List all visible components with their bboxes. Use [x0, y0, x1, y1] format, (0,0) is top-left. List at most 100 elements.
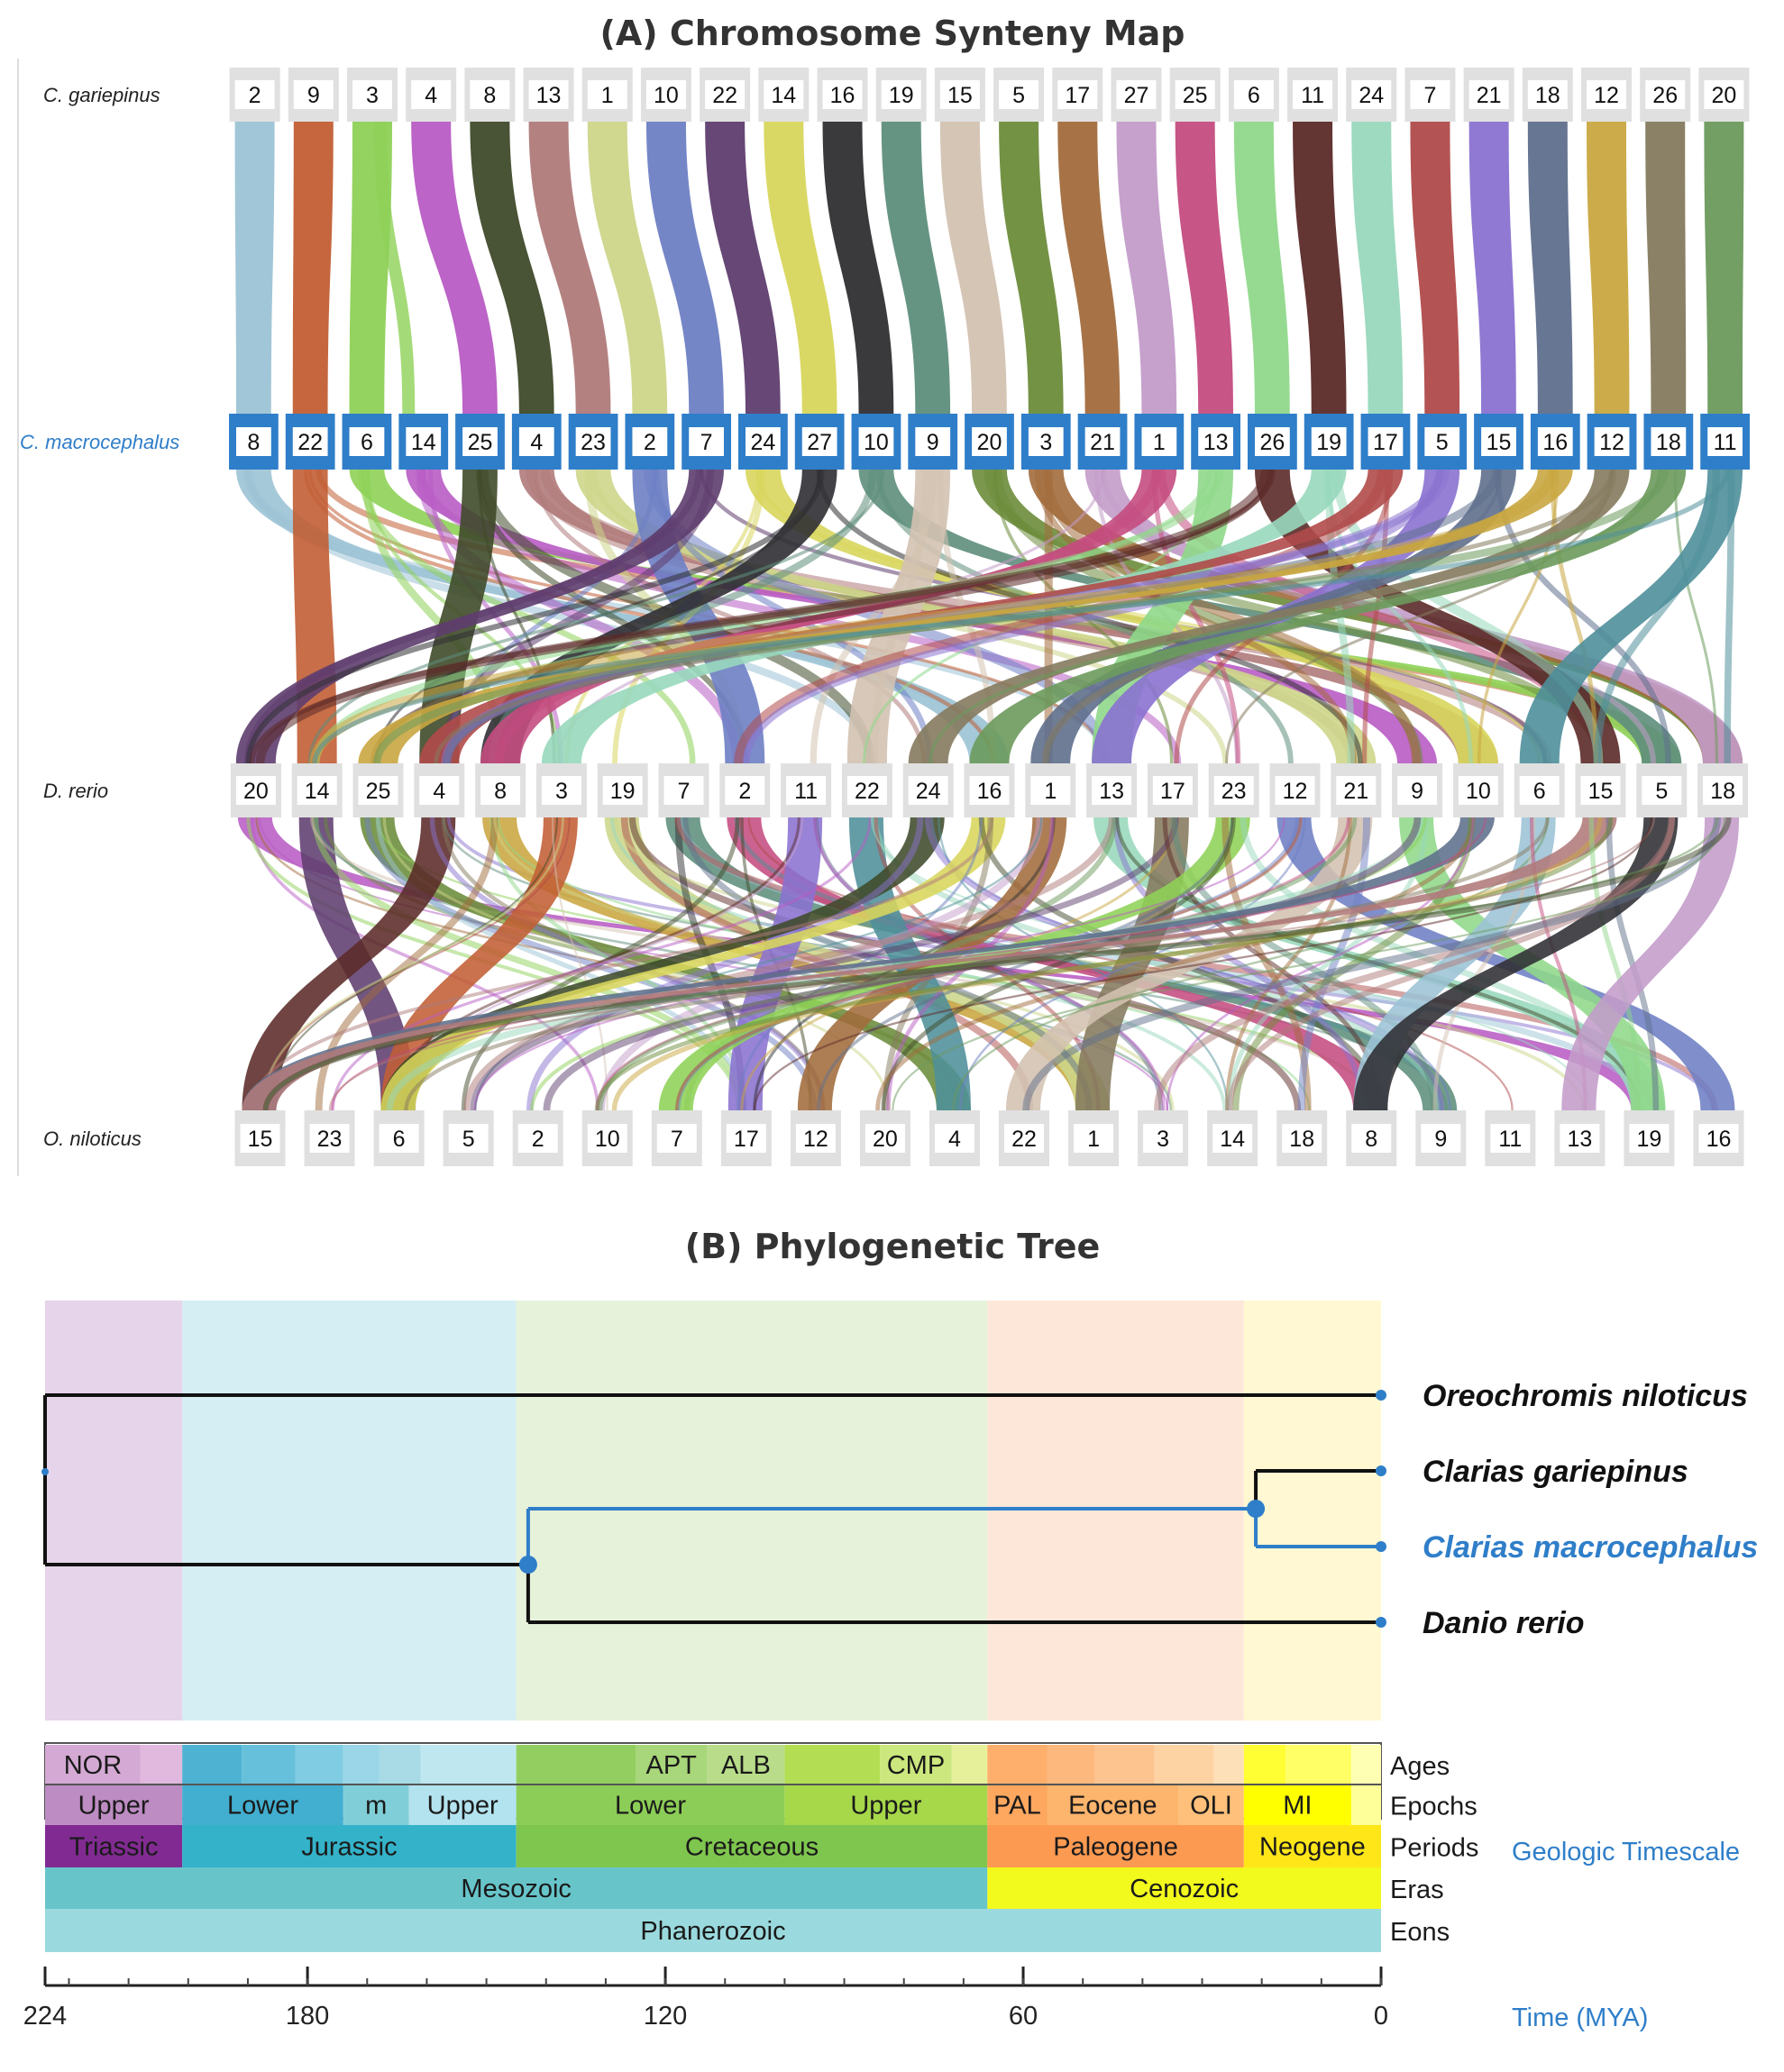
epochs-label: MI [1283, 1792, 1312, 1821]
chromosome-label-bg [1537, 427, 1573, 456]
chromosome-label: 5 [1436, 430, 1449, 455]
chromosome-label-bg [293, 80, 334, 109]
chromosome-label-bg [1651, 427, 1687, 456]
chromosome-label: 15 [1588, 779, 1614, 804]
chromosome-label: 1 [1044, 779, 1057, 804]
synteny-ribbon [380, 817, 1006, 1110]
chromosome-label-bg [379, 1124, 419, 1153]
chromosome-label: 3 [555, 779, 568, 804]
chromosome-label: 3 [366, 83, 379, 108]
chromosome-label: 22 [297, 430, 323, 455]
chromosome-label: 6 [1248, 83, 1260, 108]
synteny-link [1724, 469, 1735, 764]
synteny-ribbon [1353, 817, 1679, 1110]
ages-label: NOR [64, 1751, 122, 1780]
chromosome-label-bg [908, 776, 948, 805]
chromosome-label: 6 [1533, 779, 1546, 804]
synteny-ribbon [1233, 122, 1290, 414]
synteny-link [875, 817, 1476, 1111]
synteny-link [312, 469, 1730, 764]
chromosome-label: 19 [1316, 430, 1341, 455]
chromosome-label: 25 [1183, 83, 1208, 108]
chromosome-label-bg [1213, 776, 1254, 805]
chromosome-label: 17 [1373, 430, 1398, 455]
chromosome-label-bg [1255, 427, 1290, 456]
chromosome-label-bg [939, 80, 980, 109]
chromosome-label: 14 [305, 779, 330, 804]
chromosome-label-bg [1092, 776, 1132, 805]
synteny-link [1606, 817, 1660, 1111]
eras-segment [45, 1867, 988, 1909]
synteny-ribbon [380, 817, 945, 1110]
chromosome-label-bg [309, 1124, 350, 1153]
tip-label: Oreochromis niloticus [1423, 1379, 1748, 1413]
chromosome-label-bg [517, 1124, 558, 1153]
chromosome-label-bg [1084, 427, 1121, 456]
chromosome-label-bg [801, 427, 837, 456]
periods-label: Cretaceous [685, 1833, 819, 1862]
epochs-segment [1243, 1784, 1351, 1825]
chromosome-label: 2 [644, 430, 656, 455]
synteny-link [331, 817, 872, 1111]
chromosome-label: 26 [1652, 83, 1678, 108]
chromosome-label-bg [358, 776, 398, 805]
chromosome-label-bg [858, 427, 894, 456]
chromosome-label: 27 [1124, 83, 1149, 108]
synteny-link [958, 817, 1306, 1111]
chromosome-label-bg [764, 80, 804, 109]
chromosome-label: 20 [873, 1127, 898, 1152]
chromosome-label: 12 [1283, 779, 1308, 804]
synteny-ribbons [234, 122, 1744, 1111]
chromosome-label: 12 [1599, 430, 1624, 455]
chromosome-label-bg [1057, 80, 1098, 109]
synteny-ribbon [1704, 122, 1744, 414]
ages-segment [1243, 1745, 1286, 1784]
epochs-label: Lower [615, 1792, 686, 1821]
synteny-ribbon [1084, 470, 1743, 763]
chromosome-label-bg [528, 80, 569, 109]
chromosome-label: 18 [1289, 1127, 1314, 1152]
synteny-ribbon [658, 817, 1250, 1110]
synteny-link [533, 469, 927, 764]
chromosome-label-bg [1116, 80, 1157, 109]
ages-segment [1285, 1745, 1351, 1784]
synteny-ribbon [969, 470, 1687, 763]
chromosome-label-bg [292, 427, 328, 456]
epochs-label: Eocene [1068, 1792, 1157, 1821]
row-label: Eons [1390, 1918, 1450, 1947]
ages-segment [951, 1745, 988, 1784]
synteny-link [552, 817, 608, 1111]
synteny-ribbon [1293, 122, 1347, 414]
epochs-segment [45, 1784, 183, 1825]
chromosome-label-bg [915, 427, 951, 456]
periods-label: Jurassic [301, 1833, 397, 1862]
chromosome-label-bg [1152, 776, 1193, 805]
epochs-label: m [365, 1792, 387, 1821]
ages-label: ALB [721, 1751, 771, 1780]
chromosome-label: 2 [249, 83, 261, 108]
synteny-link [463, 817, 1115, 1111]
phylogenetic-tree [41, 1390, 1386, 1628]
synteny-ribbon [1561, 817, 1740, 1110]
ages-segment [45, 1745, 141, 1784]
chromosome-label: 20 [1711, 83, 1736, 108]
synteny-ribbon [1116, 122, 1177, 414]
chromosome-label: 12 [1594, 83, 1619, 108]
axis-tick-label: 120 [644, 2002, 687, 2031]
chromosome-label: 23 [581, 430, 606, 455]
epochs-label: Upper [427, 1792, 499, 1821]
synteny-ribbon [764, 122, 837, 414]
chromosome-label: 16 [1706, 1127, 1732, 1152]
chromosome-label: 20 [243, 779, 269, 804]
chromosome-label-bg [470, 80, 510, 109]
species-label: C. macrocephalus [20, 431, 179, 453]
chromosome-label: 16 [830, 83, 855, 108]
chromosome-label-bg [587, 1124, 627, 1153]
chromosome-label-bg [448, 1124, 489, 1153]
chromosome-label: 2 [532, 1127, 544, 1152]
ages-segment [1154, 1745, 1214, 1784]
row-label: Epochs [1390, 1793, 1478, 1821]
tip-node [1376, 1465, 1386, 1476]
